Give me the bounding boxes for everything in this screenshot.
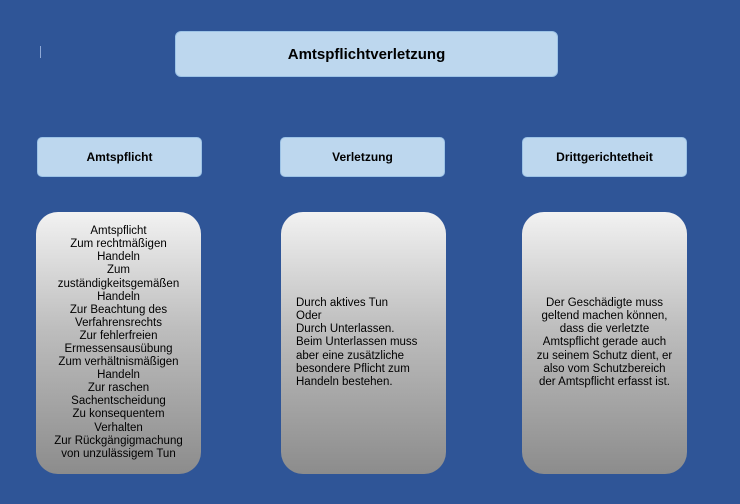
header-amtspflicht-label: Amtspflicht bbox=[86, 150, 153, 164]
card-amtspflicht: Amtspflicht Zum rechtmäßigen Handeln Zum… bbox=[36, 212, 201, 474]
diagram-title-text: Amtspflichtverletzung bbox=[287, 45, 446, 63]
header-verletzung: Verletzung bbox=[280, 137, 445, 177]
decorative-tick bbox=[40, 46, 41, 58]
diagram-title: Amtspflichtverletzung bbox=[175, 31, 558, 77]
card-drittgerichtetheit-text: Der Geschädigte muss geltend machen könn… bbox=[536, 297, 673, 388]
card-amtspflicht-text: Amtspflicht Zum rechtmäßigen Handeln Zum… bbox=[54, 225, 183, 460]
header-amtspflicht: Amtspflicht bbox=[37, 137, 202, 177]
header-drittgerichtetheit: Drittgerichtetheit bbox=[522, 137, 687, 177]
header-drittgerichtetheit-label: Drittgerichtetheit bbox=[556, 150, 653, 164]
card-verletzung-text: Durch aktives Tun Oder Durch Unterlassen… bbox=[296, 297, 418, 388]
header-verletzung-label: Verletzung bbox=[332, 150, 393, 164]
card-drittgerichtetheit: Der Geschädigte muss geltend machen könn… bbox=[522, 212, 687, 474]
card-verletzung: Durch aktives Tun Oder Durch Unterlassen… bbox=[281, 212, 446, 474]
